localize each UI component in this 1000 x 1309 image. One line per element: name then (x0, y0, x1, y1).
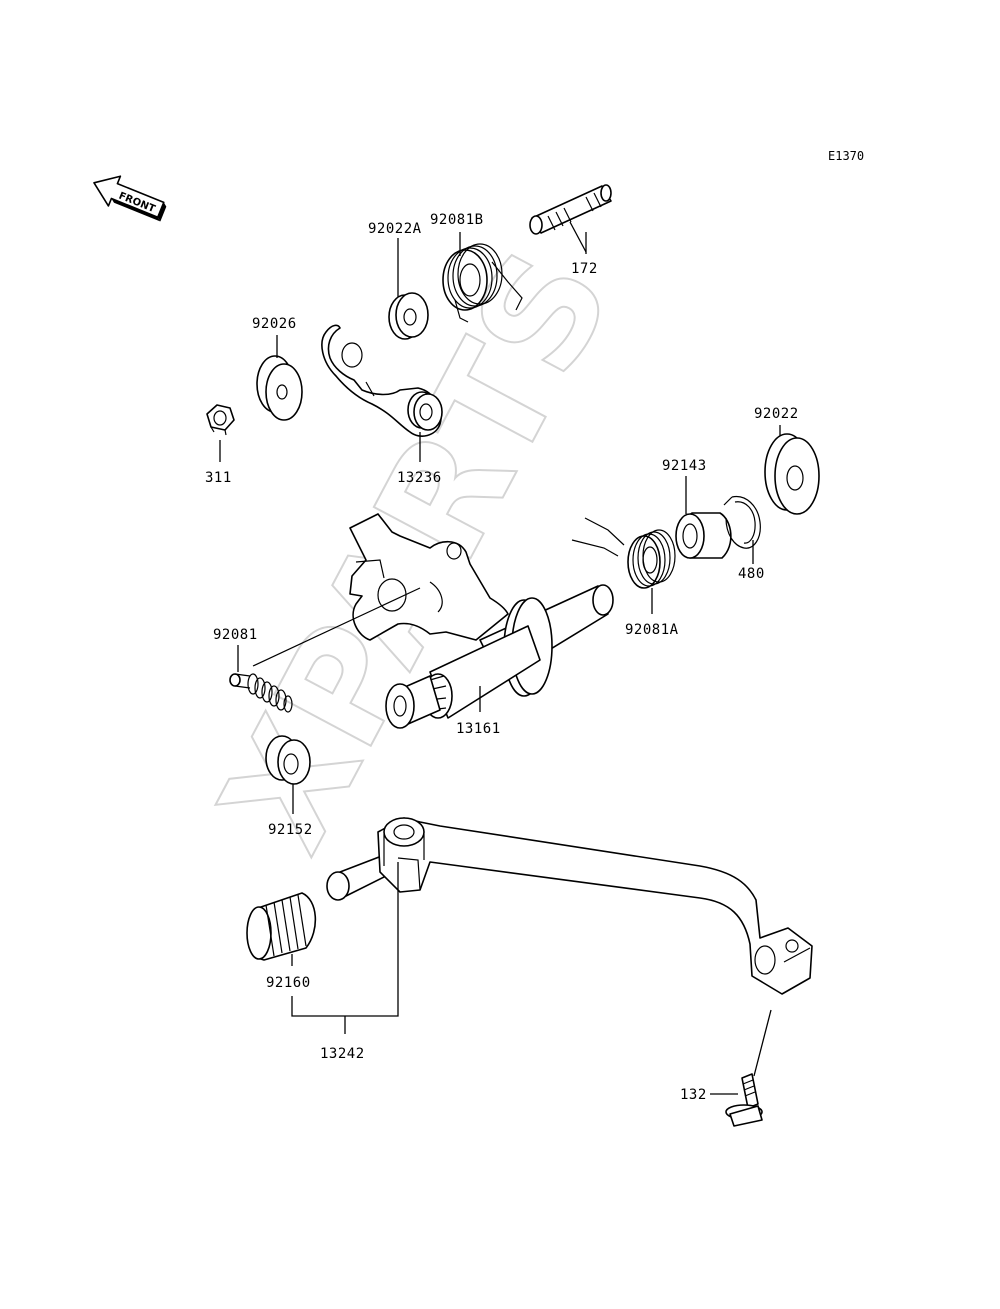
part-92160-pedal-rubber (246, 892, 317, 961)
part-13236-lever (321, 324, 443, 437)
part-13242-shift-pedal (326, 817, 813, 995)
label-480: 480 (738, 566, 765, 582)
part-132-bolt (725, 1073, 763, 1127)
label-13236: 13236 (397, 470, 442, 486)
part-480-circlip (723, 495, 761, 549)
label-92081A: 92081A (625, 622, 679, 638)
part-92026-washer (256, 355, 303, 421)
diagram-code: E1370 (828, 149, 864, 163)
label-92022: 92022 (754, 406, 799, 422)
label-92081B: 92081B (430, 212, 484, 228)
label-13161: 13161 (456, 721, 501, 737)
label-311: 311 (205, 470, 232, 486)
label-132: 132 (680, 1087, 707, 1103)
front-arrow-icon: FRONT (93, 175, 167, 222)
label-92022A: 92022A (368, 221, 422, 237)
label-92152: 92152 (268, 822, 313, 838)
part-92022-washer (764, 433, 820, 515)
part-13161-shift-shaft (349, 513, 614, 729)
label-92143: 92143 (662, 458, 707, 474)
label-92081: 92081 (213, 627, 258, 643)
part-172-pin (529, 184, 612, 235)
part-311-nut (206, 404, 235, 436)
part-92081B-spring (442, 243, 523, 323)
label-172: 172 (571, 261, 598, 277)
part-92081-spring (229, 673, 293, 713)
label-92026: 92026 (252, 316, 297, 332)
part-92081A-spring (571, 517, 676, 589)
part-92152-washer (265, 735, 311, 785)
label-13242: 13242 (320, 1046, 365, 1062)
label-92160: 92160 (266, 975, 311, 991)
part-92143-collar (675, 512, 732, 559)
part-92022A-washer (388, 292, 429, 340)
